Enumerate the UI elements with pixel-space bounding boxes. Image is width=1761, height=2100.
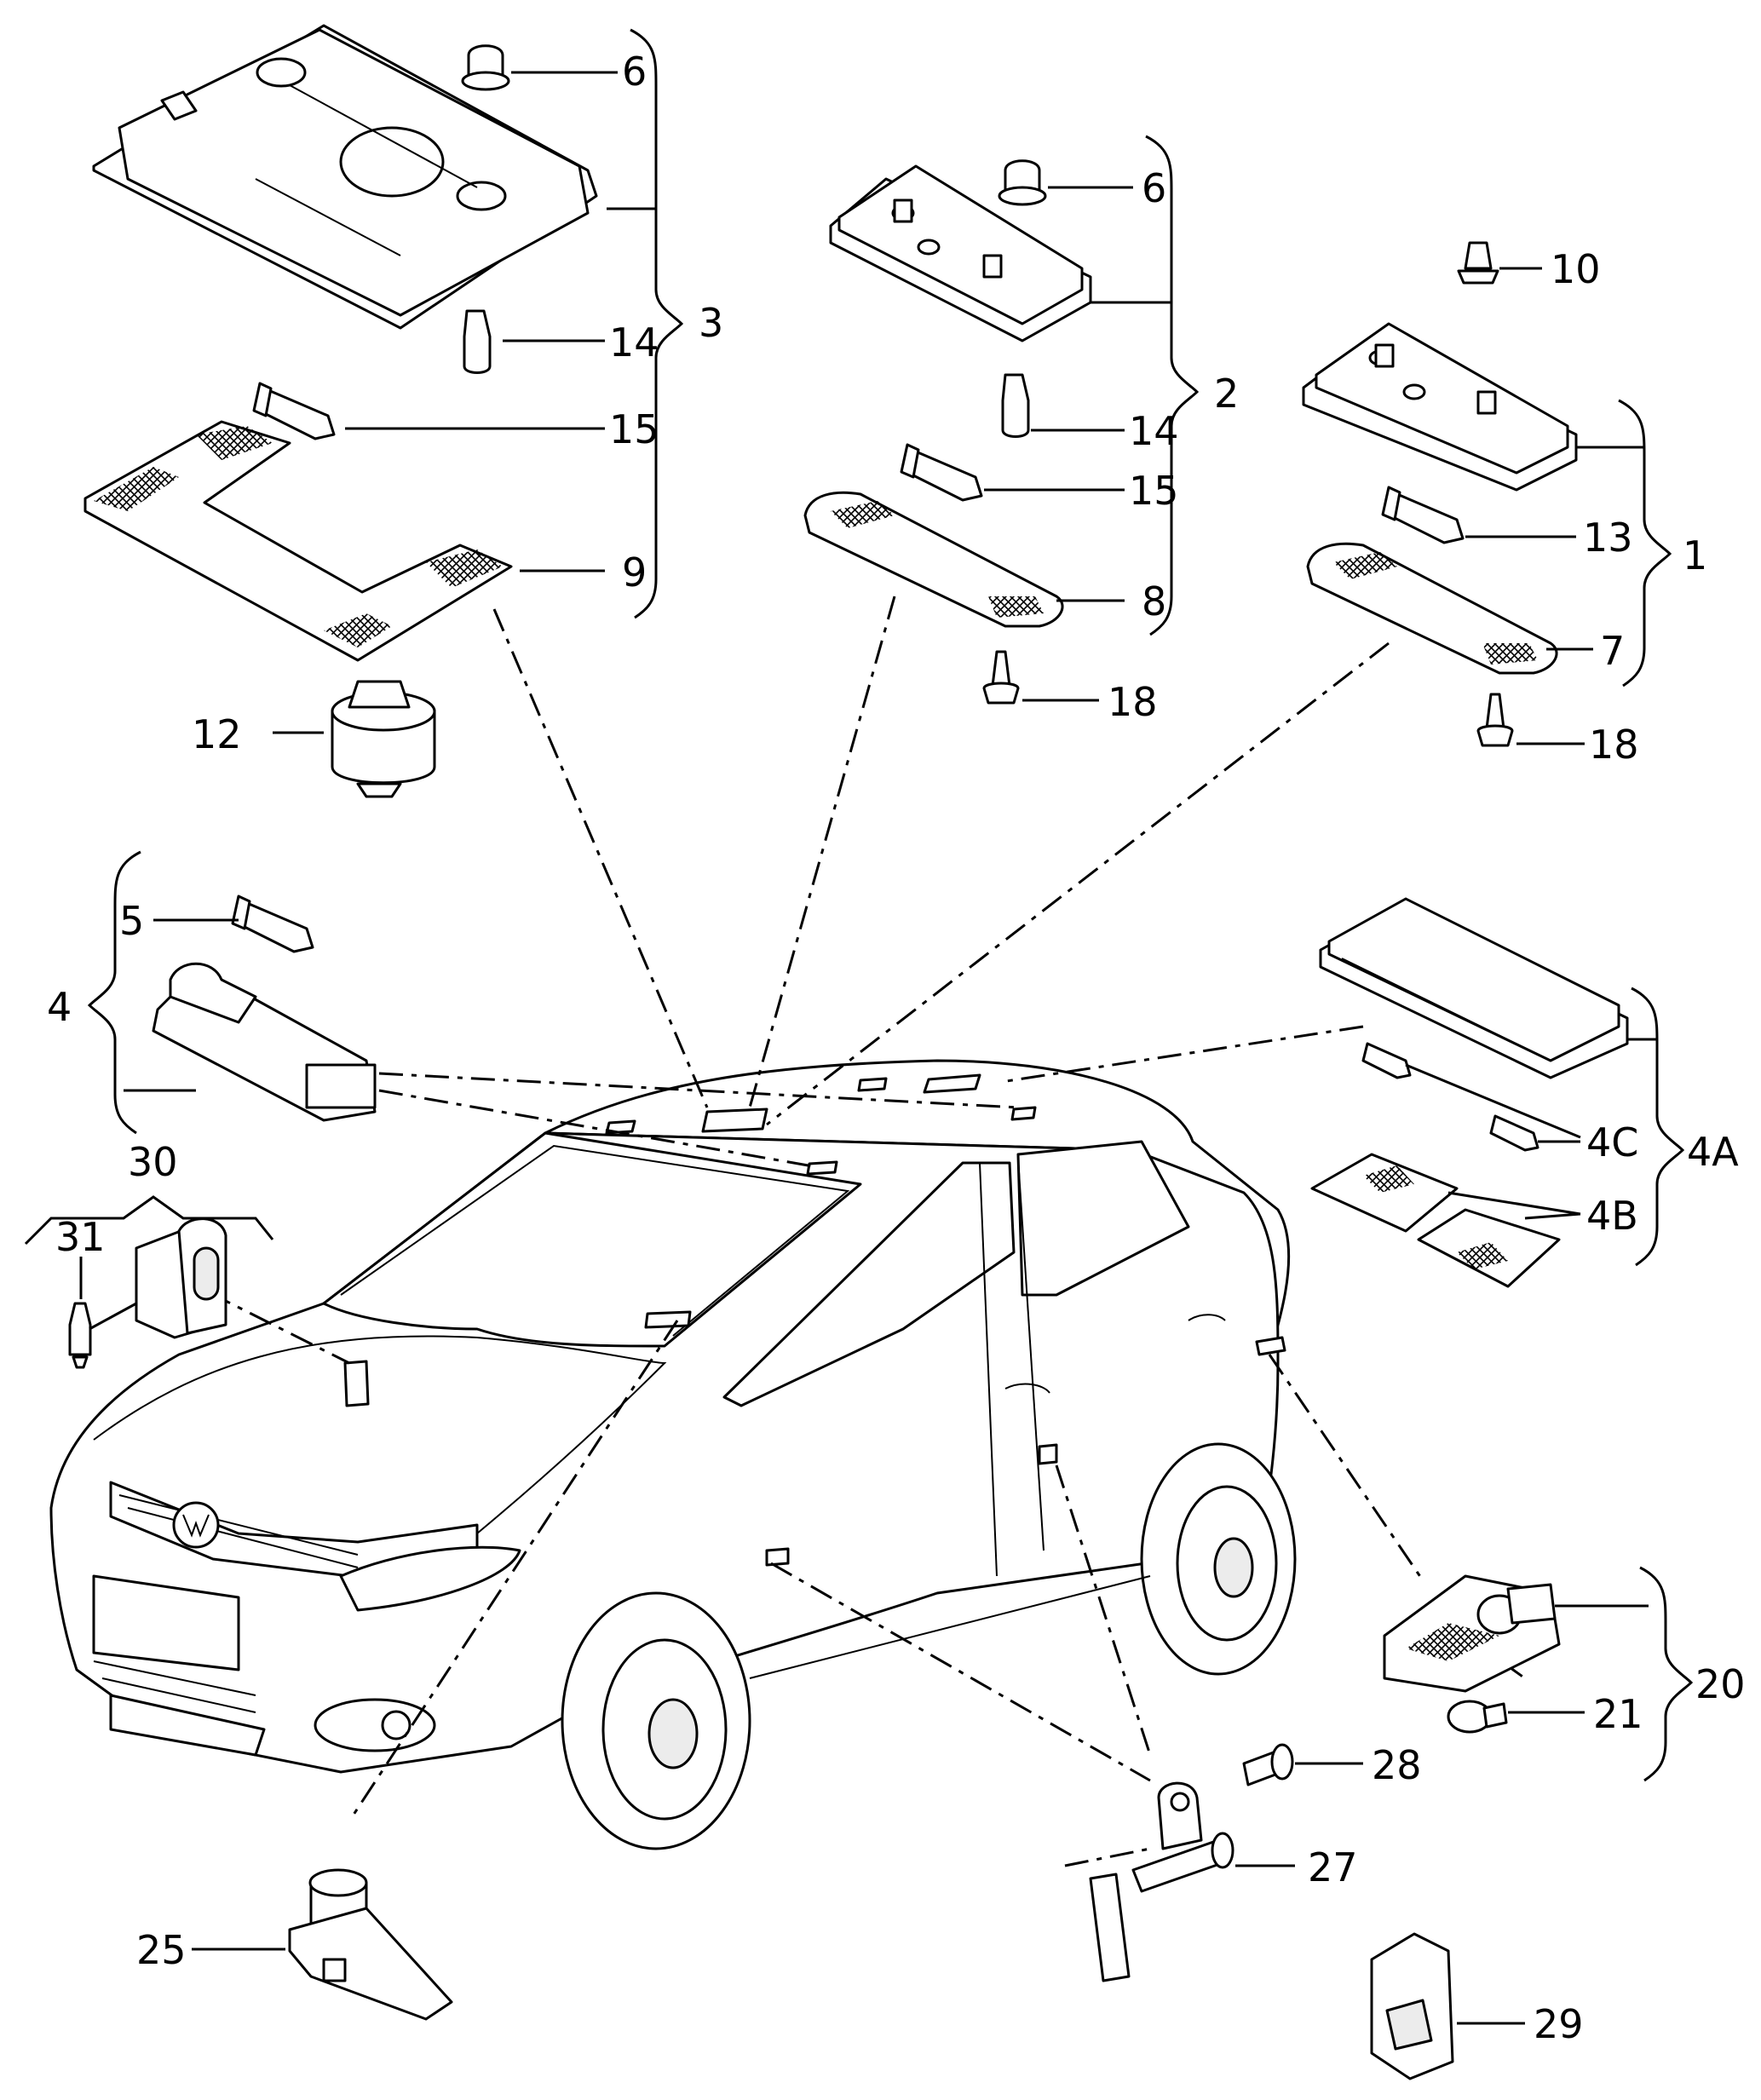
callout-15: 15 — [609, 406, 659, 452]
light-assembly-4 — [152, 962, 377, 1122]
bracket-29 — [1370, 1932, 1454, 2080]
bulb-4c-lower — [1489, 1114, 1539, 1152]
pad-4b — [1310, 1153, 1561, 1288]
callout-20: 20 — [1695, 1661, 1746, 1707]
callout-18: 18 — [1589, 722, 1639, 768]
callout-12: 12 — [192, 711, 242, 757]
switch-12 — [331, 680, 436, 798]
screw-18-right — [1476, 693, 1514, 747]
reading-light-housing-1 — [1302, 322, 1578, 492]
callout-27: 27 — [1308, 1844, 1358, 1890]
callout-28: 28 — [1372, 1742, 1422, 1788]
callout-10: 10 — [1551, 246, 1601, 292]
callout-8: 8 — [1142, 578, 1166, 624]
callout-7: 7 — [1600, 628, 1625, 674]
bulb-14-mid — [1001, 373, 1030, 438]
callout-25: 25 — [136, 1927, 187, 1973]
callout-3: 3 — [699, 300, 723, 346]
screw-28 — [1242, 1743, 1294, 1786]
bulb-13 — [1381, 486, 1465, 544]
callout-6: 6 — [1142, 165, 1166, 211]
callout-9: 9 — [622, 549, 647, 595]
reading-light-housing-2 — [829, 164, 1092, 342]
callout-5: 5 — [119, 898, 144, 944]
lens-7 — [1306, 542, 1558, 675]
car-illustration — [49, 1059, 1297, 1850]
callout-15: 15 — [1129, 468, 1179, 514]
callout-labels: 6 3 14 15 9 12 6 2 14 15 8 18 10 13 1 7 … — [47, 49, 1746, 2047]
callout-4a: 4A — [1687, 1129, 1739, 1175]
light-assembly-30 — [135, 1217, 227, 1339]
callout-2: 2 — [1214, 371, 1239, 417]
callout-leaders — [24, 28, 1694, 2025]
bulb-4c-upper — [1361, 1042, 1412, 1079]
clip-10 — [1457, 241, 1499, 285]
bulb-15-mid — [900, 443, 983, 502]
callout-31: 31 — [55, 1214, 106, 1260]
bulb-31 — [68, 1302, 92, 1369]
lens-8 — [803, 491, 1064, 628]
callout-4b: 4B — [1586, 1193, 1638, 1239]
light-assembly-4a — [1319, 897, 1629, 1079]
screw-18-mid — [982, 650, 1020, 705]
callout-29: 29 — [1534, 2001, 1584, 2047]
bulb-5 — [231, 895, 314, 953]
bulb-21 — [1447, 1700, 1508, 1734]
callout-21: 21 — [1593, 1691, 1643, 1737]
light-assembly-20 — [1383, 1574, 1561, 1693]
callout-18: 18 — [1108, 679, 1158, 725]
dome-light-housing-3 — [92, 24, 598, 330]
callout-4c: 4C — [1586, 1119, 1638, 1165]
callout-6: 6 — [622, 49, 647, 95]
clip-6-mid — [998, 159, 1047, 206]
callout-14: 14 — [1129, 408, 1179, 454]
callout-13: 13 — [1583, 515, 1633, 561]
bulb-15-left — [252, 382, 336, 440]
callout-1: 1 — [1683, 532, 1707, 578]
lens-9 — [83, 420, 513, 662]
door-switch-27 — [1089, 1781, 1234, 1982]
sensor-25 — [288, 1868, 453, 2021]
bulb-14-left — [463, 309, 492, 374]
callout-30: 30 — [128, 1139, 178, 1185]
callout-14: 14 — [609, 319, 659, 365]
callout-4: 4 — [47, 984, 72, 1030]
clip-6-top — [461, 44, 510, 91]
